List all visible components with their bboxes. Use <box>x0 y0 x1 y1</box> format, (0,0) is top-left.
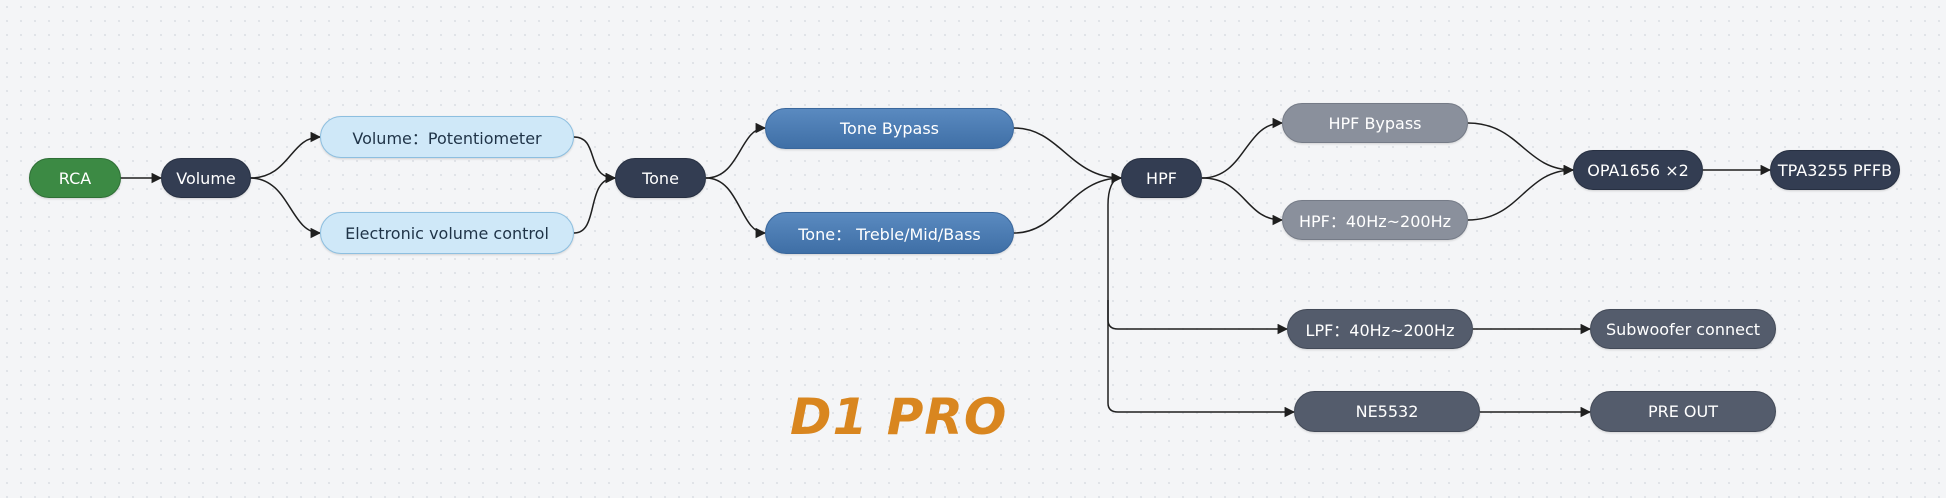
node-volume-potentiometer-label: Volume：Potentiometer <box>352 129 542 148</box>
edge-hpfrange-opa <box>1467 164 1575 221</box>
node-opa1656-label: OPA1656 ×2 <box>1587 160 1689 180</box>
node-tone-bypass-label: Tone Bypass <box>840 119 939 138</box>
node-rca-label: RCA <box>58 168 92 188</box>
node-hpf-range-label: HPF：40Hz~200Hz <box>1298 212 1452 231</box>
node-opa1656[interactable]: OPA1656 ×2 <box>1573 150 1703 190</box>
edge-treble-hpf <box>1013 172 1123 234</box>
node-rca[interactable]: RCA <box>29 158 121 198</box>
node-pre-out[interactable]: PRE OUT <box>1590 391 1776 432</box>
edge-volume-potentiometer <box>249 131 322 179</box>
edge-potentiometer-tone <box>573 136 617 184</box>
node-pre-out-label: PRE OUT <box>1647 402 1719 421</box>
node-tone-treble[interactable]: Tone： Treble/Mid/Bass <box>765 212 1014 254</box>
node-hpf-range[interactable]: HPF：40Hz~200Hz <box>1282 200 1468 240</box>
node-hpf[interactable]: HPF <box>1121 158 1202 198</box>
node-tone-bypass[interactable]: Tone Bypass <box>765 108 1014 149</box>
node-electronic-volume[interactable]: Electronic volume control <box>320 212 574 254</box>
edge-tone-bypass <box>705 122 767 179</box>
node-hpf-bypass-label: HPF Bypass <box>1328 113 1422 133</box>
node-hpf-label: HPF <box>1146 168 1177 188</box>
edge-split-ne5532 <box>1107 300 1296 418</box>
node-hpf-bypass[interactable]: HPF Bypass <box>1282 103 1468 143</box>
edge-bypass-hpf <box>1013 127 1123 184</box>
node-lpf-range-label: LPF：40Hz~200Hz <box>1305 321 1455 340</box>
edge-hpfbypass-opa <box>1467 122 1575 176</box>
node-volume-potentiometer[interactable]: Volume：Potentiometer <box>320 116 574 158</box>
node-tone-label: Tone <box>642 168 679 188</box>
node-tpa3255-label: TPA3255 PFFB <box>1777 160 1893 180</box>
node-ne5532[interactable]: NE5532 <box>1294 391 1480 432</box>
node-volume-label: Volume <box>176 168 236 188</box>
node-electronic-volume-label: Electronic volume control <box>345 223 549 243</box>
edge-split-lpf <box>1107 177 1289 335</box>
node-tone-treble-label: Tone： Treble/Mid/Bass <box>798 225 981 244</box>
node-volume[interactable]: Volume <box>161 158 251 198</box>
node-tone[interactable]: Tone <box>615 158 706 198</box>
node-subwoofer-label: Subwoofer connect <box>1605 319 1761 339</box>
node-ne5532-label: NE5532 <box>1355 402 1419 421</box>
node-lpf-range[interactable]: LPF：40Hz~200Hz <box>1287 309 1473 349</box>
edge-hpf-bypass <box>1201 117 1284 179</box>
edge-tone-treble <box>705 177 767 239</box>
edge-electronic-tone <box>573 172 617 234</box>
node-subwoofer[interactable]: Subwoofer connect <box>1590 309 1776 349</box>
node-tpa3255[interactable]: TPA3255 PFFB <box>1770 150 1900 190</box>
edge-volume-electronic <box>249 177 322 239</box>
edge-hpf-range <box>1201 177 1284 226</box>
diagram-title: D1 PRO <box>790 388 1008 446</box>
